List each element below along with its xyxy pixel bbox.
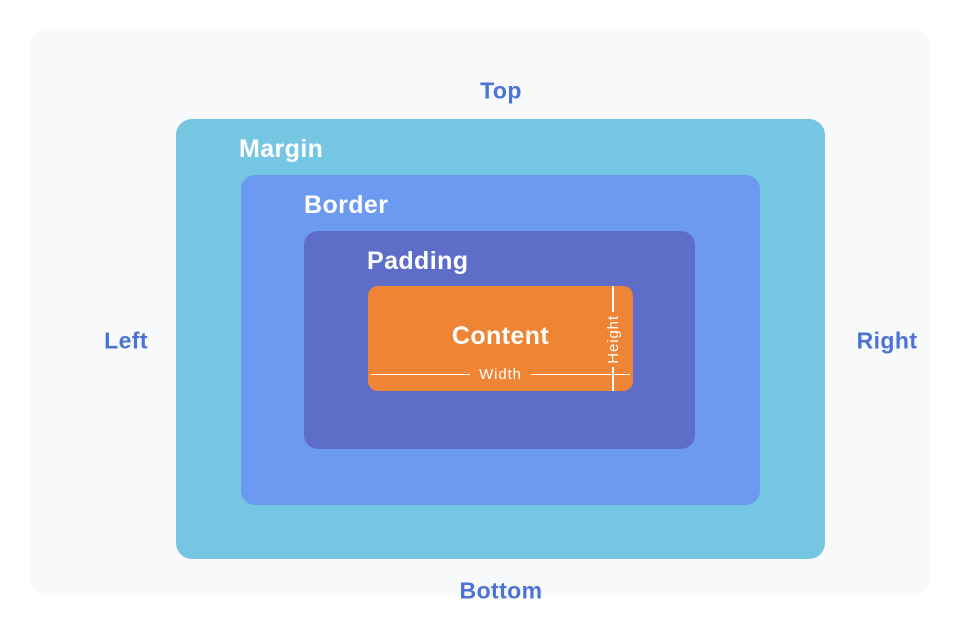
border-box: Border Padding Content Width Height [241,175,760,505]
border-box-label: Border [304,191,389,219]
height-line-top-segment [612,286,614,312]
padding-box-label: Padding [367,247,469,275]
left-side-label: Left [104,327,148,354]
margin-box-label: Margin [239,135,324,163]
padding-box: Padding Content Width Height [304,231,695,449]
height-dimension-label: Height [604,315,622,364]
height-dimension-line: Height [599,286,627,391]
content-box-label: Content [451,321,550,350]
content-box: Content Width Height [368,286,633,391]
margin-box: Margin Border Padding Content Width Heig… [176,119,825,559]
width-line-left-segment [371,373,471,376]
width-dimension-line: Width [371,367,630,382]
width-line-right-segment [530,373,630,376]
height-line-bottom-segment [612,366,614,391]
top-side-label: Top [480,77,522,104]
right-side-label: Right [856,327,918,354]
bottom-side-label: Bottom [459,577,543,604]
box-model-diagram-panel: Top Bottom Left Right Margin Border Padd… [30,28,930,604]
width-dimension-label: Width [479,366,522,383]
